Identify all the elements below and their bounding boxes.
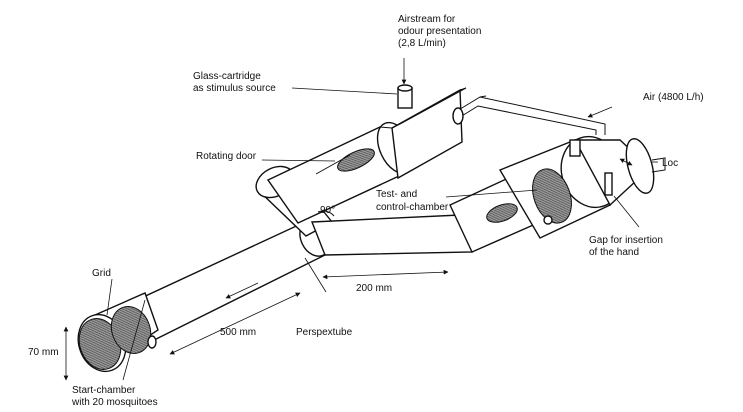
label-gap-hand: Gap for insertion of the hand: [589, 235, 666, 258]
air-supply-pipe: [451, 95, 606, 135]
leader-lines: [106, 87, 658, 381]
label-start-chamber: Start-chamber with 20 mosquitoes: [71, 385, 158, 408]
labels: Airstream for odour presentation (2,8 L/…: [28, 14, 704, 408]
label-air-flow: Air (4800 L/h): [643, 92, 704, 103]
label-glass-cartridge: Glass-cartridge as stimulus source: [193, 71, 276, 94]
label-grid: Grid: [92, 268, 111, 279]
cartridge-holder: [379, 87, 467, 180]
label-perspextube: Perspextube: [296, 327, 353, 338]
label-dim-200: 200 mm: [356, 283, 392, 294]
label-rotating-door: Rotating door: [196, 151, 257, 162]
glass-cartridge: [397, 84, 413, 109]
label-angle: 90°: [320, 205, 335, 216]
start-chamber: [77, 292, 159, 373]
dimension-lines: [63, 210, 449, 381]
label-dim-70: 70 mm: [28, 347, 59, 358]
label-loc: Loc: [662, 158, 678, 169]
label-airstream: Airstream for odour presentation (2,8 L/…: [398, 14, 484, 49]
label-test-control-chamber: Test- and control-chamber: [376, 189, 449, 213]
label-dim-500: 500 mm: [220, 327, 256, 338]
